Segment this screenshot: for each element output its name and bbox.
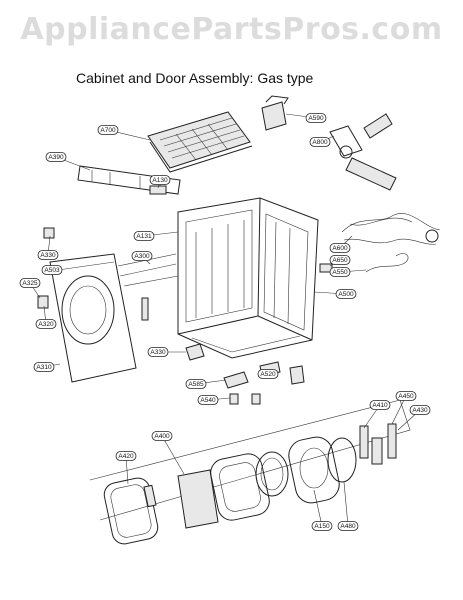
callout-a585: A585 [185, 379, 207, 389]
watermark: AppliancePartsPros.com [20, 12, 443, 47]
svg-text:A650: A650 [332, 257, 348, 264]
svg-text:A420: A420 [118, 453, 134, 460]
door-assembly-part [89, 399, 411, 545]
callout-a800: A800 [309, 137, 331, 147]
svg-text:A330: A330 [150, 349, 166, 356]
part-a550-shape [365, 253, 409, 273]
lint-filter-part [147, 111, 253, 173]
svg-text:A600: A600 [332, 245, 348, 252]
callout-a320: A320 [35, 319, 57, 329]
callout-a150: A150 [311, 521, 333, 531]
svg-text:A700: A700 [100, 127, 116, 134]
callout-a131: A131 [133, 231, 155, 241]
leader-line-25 [313, 489, 323, 527]
svg-text:A503: A503 [44, 267, 60, 274]
leveling-foot-2-shape [251, 393, 261, 405]
svg-text:A310: A310 [36, 364, 52, 371]
callout-a500: A500 [335, 289, 357, 299]
svg-text:A500: A500 [338, 291, 354, 298]
svg-text:A410: A410 [372, 402, 388, 409]
callout-a330: A330 [147, 347, 169, 357]
svg-text:A480: A480 [340, 523, 356, 530]
wire-harness-part [341, 213, 441, 245]
part-a330b-shape [185, 343, 205, 361]
svg-text:A400: A400 [154, 433, 170, 440]
callout-a590: A590 [305, 113, 327, 123]
top-cover-part [77, 165, 181, 195]
leader-line-26 [343, 481, 349, 527]
callout-a325: A325 [19, 278, 41, 288]
cabinet-part [177, 197, 319, 359]
callout-a540: A540 [197, 395, 219, 405]
svg-text:A800: A800 [312, 139, 328, 146]
svg-text:A320: A320 [38, 321, 54, 328]
callout-a430: A430 [409, 405, 431, 415]
callout-a130: A130 [149, 175, 171, 185]
callout-a480: A480 [337, 521, 359, 531]
svg-text:A390: A390 [48, 154, 64, 161]
svg-text:A550: A550 [332, 269, 348, 276]
svg-text:A130: A130 [152, 177, 168, 184]
callout-a520: A520 [257, 369, 279, 379]
leader-line-20 [161, 435, 185, 475]
part-a300-shape [141, 297, 149, 321]
duct-part [329, 113, 397, 191]
callout-a550: A550 [329, 267, 351, 277]
front-panel-part [49, 253, 137, 383]
callout-a700: A700 [97, 125, 119, 135]
svg-text:A540: A540 [200, 397, 216, 404]
callout-a410: A410 [369, 400, 391, 410]
callout-a420: A420 [115, 451, 137, 461]
callout-a450: A450 [395, 391, 417, 401]
svg-text:A520: A520 [260, 371, 276, 378]
part-a590 [261, 95, 289, 131]
callout-a650: A650 [329, 255, 351, 265]
callout-a400: A400 [151, 431, 173, 441]
svg-text:A430: A430 [412, 407, 428, 414]
part-a325-shape [37, 295, 49, 309]
callout-a300: A300 [131, 251, 153, 261]
svg-text:A300: A300 [134, 253, 150, 260]
svg-text:A150: A150 [314, 523, 330, 530]
diagram-title: Cabinet and Door Assembly: Gas type [76, 70, 314, 86]
leveling-foot-shape [289, 365, 305, 385]
svg-text:A325: A325 [22, 280, 38, 287]
part-a540-shape [229, 393, 239, 405]
part-a330-shape [43, 227, 55, 239]
svg-text:A590: A590 [308, 115, 324, 122]
callout-a330: A330 [37, 250, 59, 260]
callout-a600: A600 [329, 243, 351, 253]
svg-text:A131: A131 [136, 233, 152, 240]
callout-a390: A390 [45, 152, 67, 162]
part-a585-shape [223, 371, 249, 389]
callout-a503: A503 [41, 265, 63, 275]
svg-text:A450: A450 [398, 393, 414, 400]
svg-text:A585: A585 [188, 381, 204, 388]
svg-text:A330: A330 [40, 252, 56, 259]
callout-a310: A310 [33, 362, 55, 372]
part-a130-shape [149, 185, 167, 195]
